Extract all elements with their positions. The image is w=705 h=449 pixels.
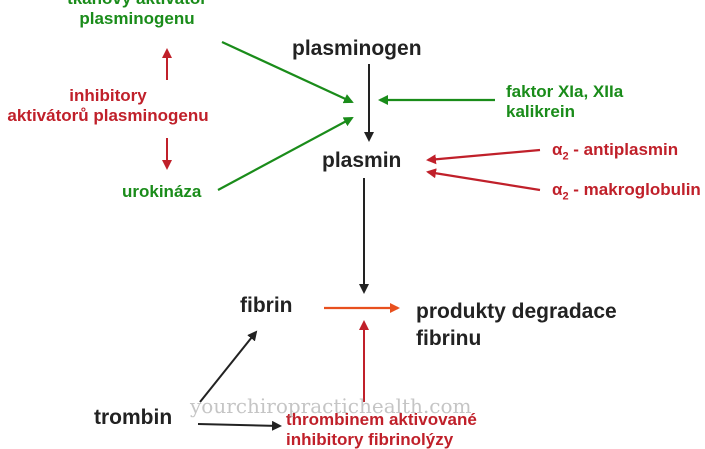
node-factor-line1: faktor XIa, XIIa xyxy=(506,82,624,101)
node-factor: faktor XIa, XIIa kalikrein xyxy=(506,82,623,121)
node-plasmin: plasmin xyxy=(322,149,402,172)
subscript-2: 2 xyxy=(562,190,569,203)
subscript-2: 2 xyxy=(562,150,569,163)
node-tpa: tkáňový aktivátor plasminogenu xyxy=(52,0,222,28)
node-products-line1: produkty degradace xyxy=(416,300,617,323)
node-tafi-line1: thrombinem aktivované xyxy=(286,410,477,429)
node-thrombin: trombin xyxy=(94,406,173,429)
node-plasminogen: plasminogen xyxy=(292,37,422,60)
node-products-line2: fibrinu xyxy=(416,327,482,351)
node-tafi-line2: inhibitory fibrinolýzy xyxy=(286,429,454,449)
arrow-tpa-to-plasmin xyxy=(221,41,354,104)
node-pa-inhibitors-line1: inhibitory xyxy=(69,86,147,105)
watermark-text: yourchiropractichealth.com xyxy=(190,394,472,418)
arrow-thrombin-to-fibrin xyxy=(199,330,258,403)
arrow-macroglobulin-to-plasmin xyxy=(426,168,541,192)
node-tafi: thrombinem aktivované inhibitory fibrino… xyxy=(286,410,477,449)
alpha-symbol: α xyxy=(552,140,563,159)
node-macroglobulin: α2 - makroglobulin xyxy=(552,180,701,203)
node-pa-inhibitors: inhibitory aktivátorů plasminogenu xyxy=(0,86,228,125)
arrow-urokinase-to-plasmin xyxy=(217,117,354,191)
arrow-thrombin-to-tafi xyxy=(197,420,282,431)
node-products: produkty degradace fibrinu xyxy=(416,298,617,353)
node-factor-line2: kalikrein xyxy=(506,101,575,121)
macroglobulin-text: - makroglobulin xyxy=(568,180,701,199)
node-pa-inhibitors-line2: aktivátorů plasminogenu xyxy=(7,105,209,125)
node-fibrin: fibrin xyxy=(240,294,293,317)
node-tpa-line1: tkáňový aktivátor xyxy=(52,0,222,9)
antiplasmin-text: - antiplasmin xyxy=(568,140,679,159)
node-urokinase: urokináza xyxy=(122,182,202,201)
alpha-symbol: α xyxy=(552,180,563,199)
arrow-antiplasmin-to-plasmin xyxy=(426,148,541,165)
node-antiplasmin: α2 - antiplasmin xyxy=(552,140,678,163)
node-tpa-line2: plasminogenu xyxy=(79,8,195,28)
